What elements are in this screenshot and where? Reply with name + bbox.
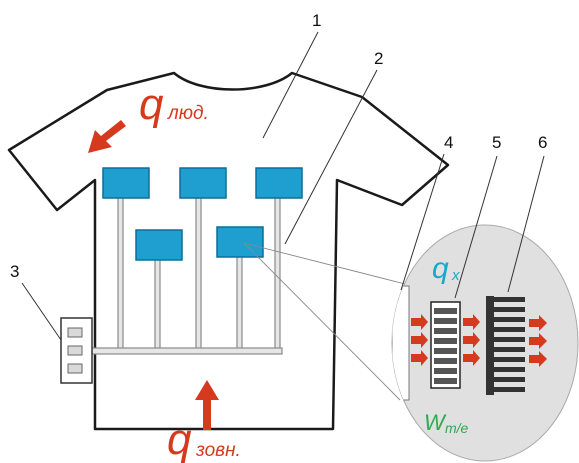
callout-1: 1 (312, 11, 321, 30)
heat-flow-arrow (411, 314, 428, 330)
external-heat-symbol: q (167, 415, 192, 463)
callout-5: 5 (492, 133, 501, 152)
control-unit-indicator (67, 327, 83, 338)
external-heat-arrow (195, 380, 219, 430)
thermoelectric-module (216, 226, 264, 258)
callout-3: 3 (10, 262, 19, 281)
radiator-fins (494, 297, 525, 392)
heat-flow-arrow (529, 351, 547, 367)
zoom-detail-view (391, 224, 579, 462)
thermoelectric-module (255, 167, 303, 199)
heat-pipe (117, 195, 124, 351)
power-label: W m/e (424, 410, 469, 436)
contact-plate (392, 285, 410, 401)
heat-pipe-manifold (91, 347, 283, 355)
heat-flow-arrow (529, 315, 547, 331)
human-heat-label: q люд. (139, 80, 209, 129)
qx-subscript: x (451, 267, 460, 284)
thermoelectric-module (135, 229, 183, 261)
heat-pipe (195, 195, 202, 351)
zoom-connector-lines (243, 242, 410, 401)
control-unit-indicator (67, 363, 83, 374)
callout-2: 2 (374, 49, 383, 68)
human-heat-subscript: люд. (167, 103, 209, 124)
heat-flow-arrow (529, 333, 547, 349)
power-symbol: W (424, 410, 447, 435)
heat-flow-arrow (463, 350, 480, 366)
callout-6: 6 (538, 133, 547, 152)
human-heat-arrow (88, 120, 126, 153)
external-heat-subscript: зовн. (195, 440, 241, 461)
control-unit-indicator (67, 345, 83, 356)
leader-lines (21, 31, 545, 341)
heat-pipe (236, 254, 243, 351)
heat-flow-arrow (463, 332, 480, 348)
thermoelectric-modules (102, 167, 303, 261)
control-unit (60, 317, 93, 384)
radiator-backplate (486, 296, 494, 395)
human-heat-symbol: q (139, 80, 164, 129)
thermoelectric-module (102, 167, 150, 199)
qx-symbol: q (432, 252, 449, 285)
heat-pipe (154, 257, 161, 351)
heat-pipe (274, 195, 281, 351)
heat-flow-arrow (411, 332, 428, 348)
heat-flow-arrow (463, 314, 480, 330)
thermoelectric-element-cells (434, 308, 457, 384)
heat-flow-arrows (411, 314, 547, 367)
power-subscript: m/e (445, 420, 469, 436)
qx-label: q x (432, 252, 460, 285)
heat-flow-arrow (411, 350, 428, 366)
callout-4: 4 (444, 133, 453, 152)
thermoelectric-element (430, 301, 461, 389)
thermoelectric-module (179, 167, 227, 199)
external-heat-label: q зовн. (167, 415, 241, 463)
